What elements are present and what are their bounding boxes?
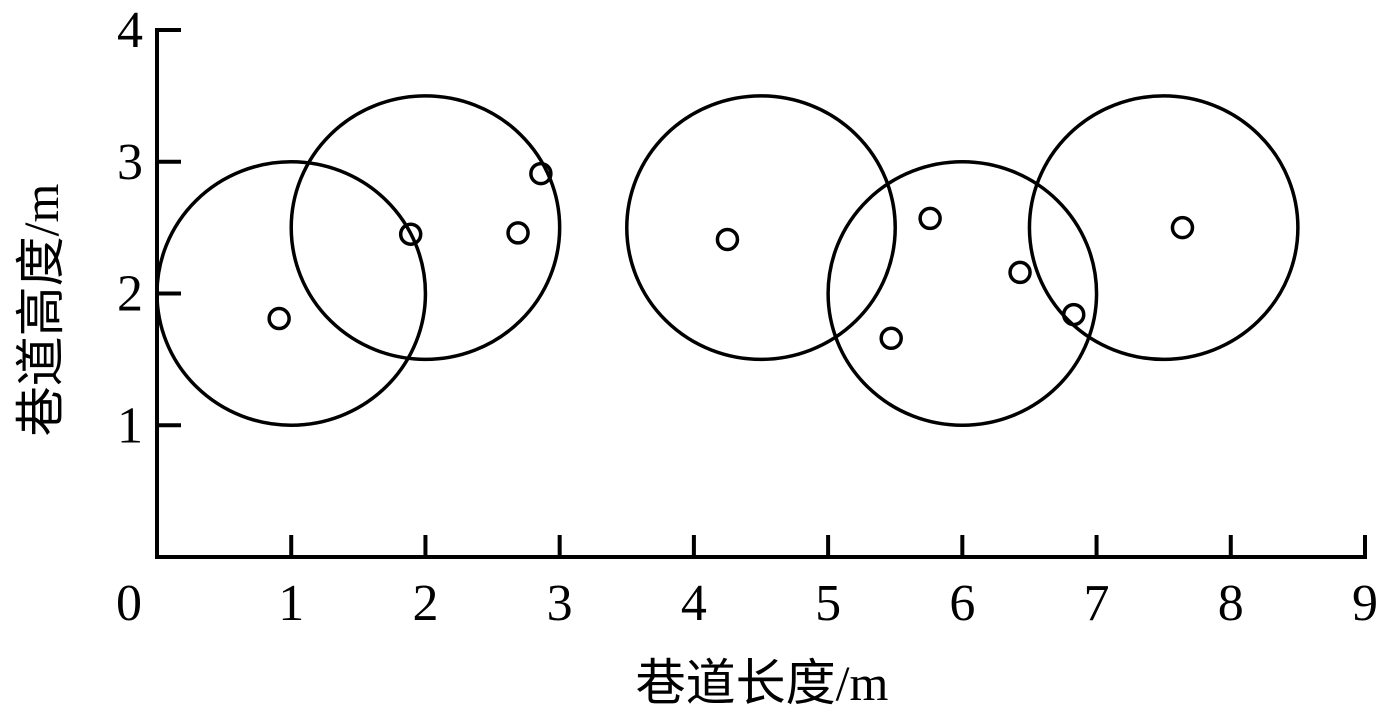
coverage-circle — [625, 94, 897, 362]
y-tick-label: 3 — [117, 134, 143, 191]
data-point — [506, 221, 530, 245]
data-points — [267, 161, 1195, 351]
x-tick-label: 2 — [412, 575, 438, 632]
data-point — [715, 227, 740, 252]
y-axis-ticks: 1 2 3 4 — [117, 2, 181, 454]
y-tick-label: 1 — [117, 397, 143, 454]
x-tick-label: 4 — [681, 575, 707, 632]
coverage-circle — [155, 160, 428, 427]
x-tick-label: 5 — [815, 575, 841, 632]
x-tick-label: 6 — [949, 575, 975, 632]
x-tick-label: 1 — [278, 575, 304, 632]
coverage-circles — [155, 94, 1300, 427]
axes: 1 2 3 4 0 1 2 3 4 5 6 7 8 9 — [116, 2, 1378, 632]
x-tick-label: 3 — [547, 575, 573, 632]
data-point — [918, 206, 942, 231]
data-point — [398, 222, 423, 246]
coverage-circle — [1027, 94, 1300, 362]
x-tick-label: 7 — [1084, 575, 1110, 632]
x-tick-label: 0 — [116, 575, 142, 632]
x-tick-label: 9 — [1352, 575, 1378, 632]
data-point — [267, 306, 291, 331]
coverage-circle — [289, 94, 562, 362]
x-tick-label: 8 — [1218, 575, 1244, 632]
data-point — [1170, 215, 1195, 240]
y-axis-title: 巷道高度/m — [13, 184, 69, 437]
x-axis-title: 巷道长度/m — [636, 655, 889, 711]
y-tick-label: 4 — [117, 2, 143, 59]
coverage-circle — [826, 160, 1099, 427]
y-tick-label: 2 — [117, 266, 143, 323]
data-point — [1061, 302, 1086, 327]
data-point — [529, 161, 553, 186]
data-point — [879, 326, 903, 351]
data-point — [1008, 260, 1032, 285]
x-axis-ticks: 0 1 2 3 4 5 6 7 8 9 — [116, 535, 1378, 632]
